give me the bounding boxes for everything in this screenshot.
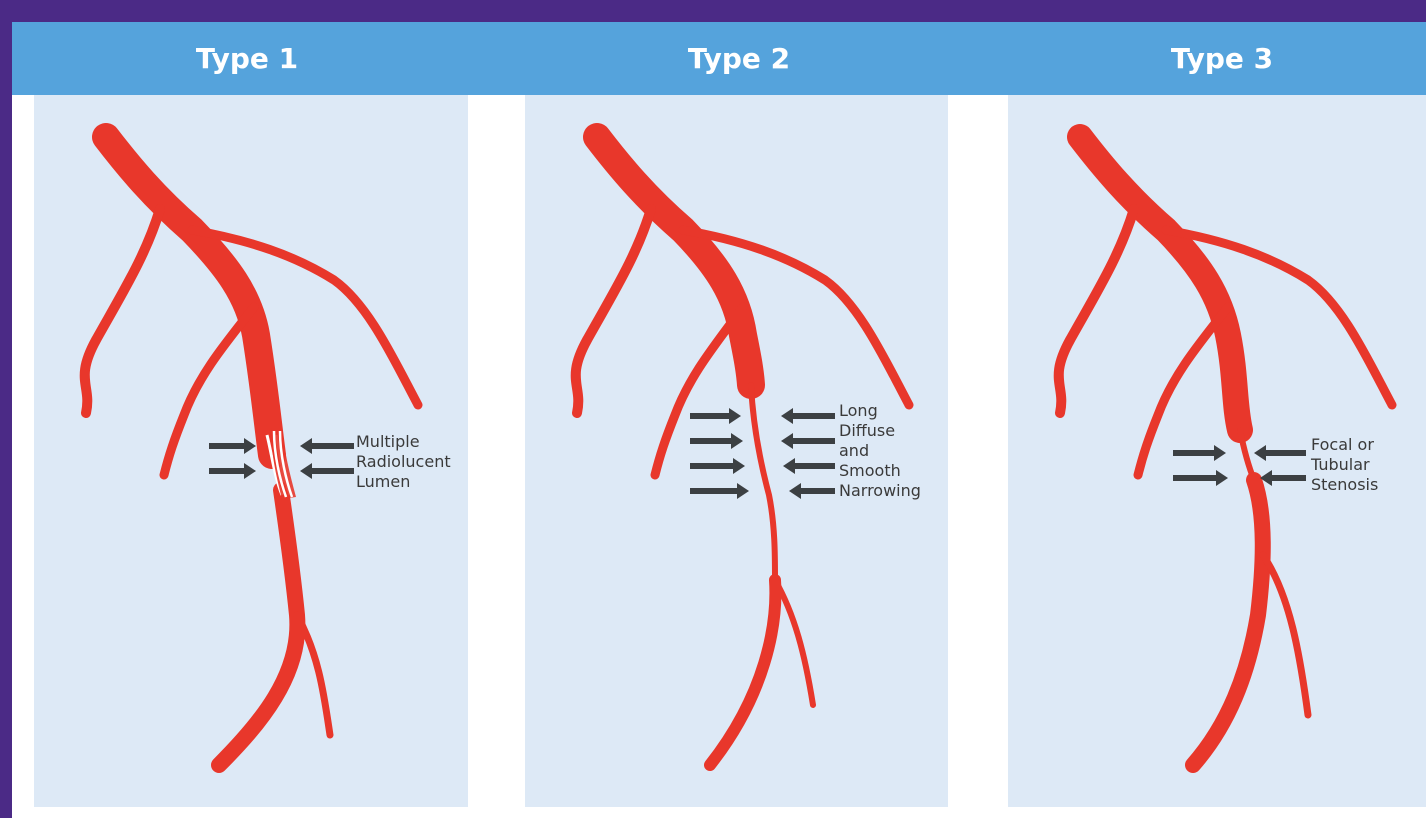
- annotation-line: Smooth: [839, 461, 921, 481]
- type-3-title: Type 3: [1072, 22, 1372, 95]
- type-2-panel: Long Diffuse and Smooth Narrowing: [525, 95, 948, 807]
- annotation-line: Lumen: [356, 472, 451, 492]
- arrow-right-3: [690, 458, 745, 474]
- annotation-line: Long: [839, 401, 921, 421]
- lower-trunk: [219, 490, 297, 765]
- arrow-right-1: [1173, 445, 1226, 461]
- arrow-left-3: [783, 458, 835, 474]
- type-3-arrows: [1173, 445, 1306, 486]
- annotation-line: Narrowing: [839, 481, 921, 501]
- mid-left-branch: [164, 307, 254, 475]
- arrow-right-2: [690, 433, 743, 449]
- narrowed-segment: [751, 385, 775, 580]
- arrow-left-2: [300, 463, 354, 479]
- arrow-left-1: [1254, 445, 1306, 461]
- arrow-left-1: [781, 408, 835, 424]
- header-bar: Type 1 Type 2 Type 3: [12, 22, 1426, 95]
- arrow-right-4: [690, 483, 749, 499]
- arrow-left-2: [1260, 470, 1306, 486]
- type-1-annotation: Multiple Radiolucent Lumen: [356, 432, 451, 492]
- figure-canvas: Type 1 Type 2 Type 3: [12, 0, 1426, 818]
- annotation-line: Stenosis: [1311, 475, 1378, 495]
- lower-trunk: [1193, 480, 1263, 765]
- annotation-line: Diffuse: [839, 421, 921, 441]
- arrow-right-1: [209, 438, 256, 454]
- arrow-left-1: [300, 438, 354, 454]
- upper-left-branch: [85, 209, 160, 413]
- lower-trunk: [710, 580, 775, 765]
- type-1-title: Type 1: [97, 22, 397, 95]
- upper-left-branch: [576, 209, 651, 413]
- annotation-line: Tubular: [1311, 455, 1378, 475]
- annotation-line: Focal or: [1311, 435, 1378, 455]
- main-vessel-trunk: [597, 137, 751, 385]
- arrow-left-4: [789, 483, 835, 499]
- annotation-line: Radiolucent: [356, 452, 451, 472]
- arrow-left-2: [781, 433, 835, 449]
- upper-left-branch: [1059, 209, 1134, 413]
- arrow-right-2: [209, 463, 256, 479]
- lower-right-branch: [1263, 555, 1308, 715]
- annotation-line: and: [839, 441, 921, 461]
- type-2-title: Type 2: [589, 22, 889, 95]
- mid-left-branch: [655, 307, 743, 475]
- arrow-right-1: [690, 408, 741, 424]
- type-1-panel: Multiple Radiolucent Lumen: [34, 95, 468, 807]
- type-2-annotation: Long Diffuse and Smooth Narrowing: [839, 401, 921, 501]
- type-3-annotation: Focal or Tubular Stenosis: [1311, 435, 1378, 495]
- top-border: [12, 0, 1426, 22]
- annotation-line: Multiple: [356, 432, 451, 452]
- arrow-right-2: [1173, 470, 1228, 486]
- type-3-panel: Focal or Tubular Stenosis: [1008, 95, 1426, 807]
